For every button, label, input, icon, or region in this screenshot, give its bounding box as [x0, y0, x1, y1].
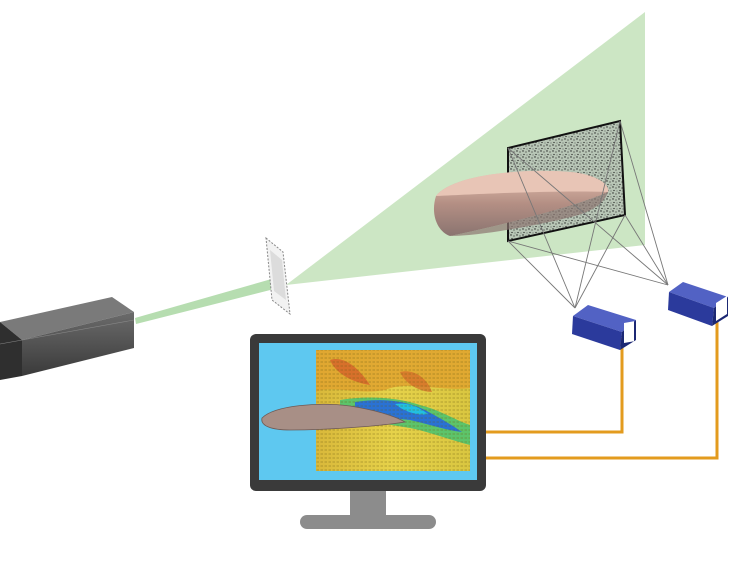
camera-1 [572, 305, 636, 350]
screen-airfoil [261, 403, 407, 431]
monitor [250, 334, 486, 529]
camera-cables [486, 318, 719, 460]
monitor-stand-base [300, 515, 436, 529]
airfoil-model [433, 170, 609, 236]
laser-beam [135, 276, 286, 324]
sheet-optics-lens [265, 236, 291, 316]
monitor-stand-neck [350, 491, 386, 517]
camera-view-lines [507, 120, 669, 309]
laser-source [0, 297, 135, 380]
camera-2 [668, 282, 728, 326]
